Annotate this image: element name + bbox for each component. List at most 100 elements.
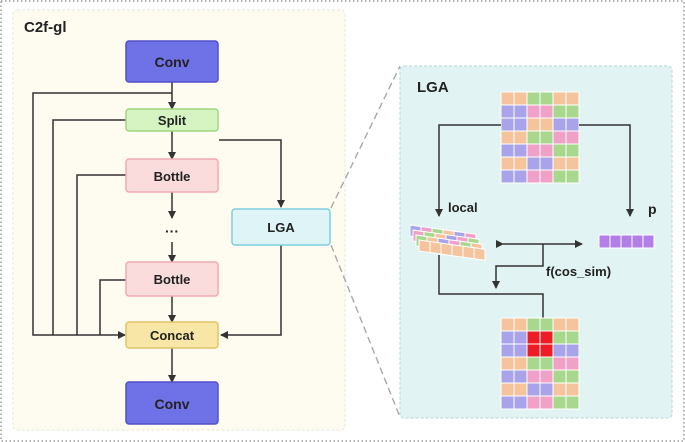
p-vector xyxy=(598,234,655,249)
grid-cell xyxy=(526,330,541,345)
grid-cell xyxy=(526,382,541,397)
grid-cell xyxy=(513,143,528,158)
arrow-split-to-lga xyxy=(219,139,285,208)
grid-cell xyxy=(565,330,580,345)
grid-cell xyxy=(500,169,515,184)
grid-cell xyxy=(552,104,567,119)
bottle-label-2: Bottle xyxy=(154,272,191,287)
grid-cell xyxy=(500,395,515,410)
grid-cell xyxy=(513,343,528,358)
split-box xyxy=(125,108,219,132)
grid-cell xyxy=(526,117,541,132)
grid-cell xyxy=(513,382,528,397)
grid-cell xyxy=(565,395,580,410)
grid-cell xyxy=(539,369,554,384)
grid-cell xyxy=(500,117,515,132)
grid-cell xyxy=(539,91,554,106)
split-label: Split xyxy=(158,113,187,128)
bottle-box-1 xyxy=(125,158,219,193)
grid-cell xyxy=(513,330,528,345)
local-stack-cell xyxy=(473,247,486,261)
grid-cell xyxy=(539,382,554,397)
conv-top-box xyxy=(125,40,219,83)
grid-cell xyxy=(539,356,554,371)
skip-bottle2 xyxy=(99,279,126,335)
grid-cell xyxy=(539,317,554,332)
lga-box xyxy=(231,208,331,246)
grid-cell xyxy=(500,91,515,106)
grid-cell xyxy=(500,382,515,397)
local-stack-cell xyxy=(440,242,453,257)
local-stack-cell xyxy=(462,245,475,260)
grid-cell xyxy=(552,395,567,410)
grid-cell xyxy=(552,130,567,145)
local-stack-cell xyxy=(418,239,431,254)
grid-cell xyxy=(552,117,567,132)
local-stack-layer xyxy=(418,239,486,261)
grid-cell xyxy=(526,395,541,410)
arrow-grid-to-p xyxy=(579,124,634,217)
grid-cell xyxy=(552,382,567,397)
lga-panel-title: LGA xyxy=(417,79,449,96)
grid-cell xyxy=(500,369,515,384)
grid-cell xyxy=(526,130,541,145)
zoom-line-top xyxy=(330,65,401,209)
grid-cell xyxy=(513,169,528,184)
grid-cell xyxy=(552,91,567,106)
grid-cell xyxy=(539,343,554,358)
concat-label: Concat xyxy=(150,328,195,343)
grid-cell xyxy=(565,130,580,145)
grid-cell xyxy=(513,395,528,410)
grid-cell xyxy=(539,169,554,184)
output-feature-grid xyxy=(500,317,580,410)
grid-cell xyxy=(565,382,580,397)
c2f-gl-panel xyxy=(12,9,346,431)
grid-cell xyxy=(565,356,580,371)
arrow-grid-to-local xyxy=(435,124,501,217)
grid-cell xyxy=(565,91,580,106)
grid-cell xyxy=(552,343,567,358)
grid-cell xyxy=(513,317,528,332)
skip-split xyxy=(52,119,126,335)
p-cell xyxy=(631,234,644,249)
skip-outer xyxy=(32,92,172,339)
arrow-cos-to-merge xyxy=(492,244,544,289)
conv-bottom-label: Conv xyxy=(155,396,190,412)
bottle-label-1: Bottle xyxy=(154,169,191,184)
grid-cell xyxy=(526,104,541,119)
skip-bottle1 xyxy=(76,174,126,335)
grid-cell xyxy=(552,356,567,371)
grid-cell xyxy=(513,117,528,132)
grid-cell xyxy=(513,369,528,384)
grid-cell xyxy=(539,330,554,345)
grid-cell xyxy=(526,369,541,384)
conv-top-label: Conv xyxy=(155,54,190,70)
grid-cell xyxy=(500,104,515,119)
bottle-box-2 xyxy=(125,261,219,297)
grid-cell xyxy=(539,156,554,171)
grid-cell xyxy=(513,156,528,171)
conv-bottom-box xyxy=(125,381,219,425)
right-flow-connectors xyxy=(435,124,634,326)
input-feature-grid xyxy=(500,91,580,184)
grid-cell xyxy=(513,356,528,371)
grid-cell xyxy=(500,130,515,145)
zoom-line-bottom xyxy=(330,244,401,418)
grid-cell xyxy=(565,317,580,332)
grid-cell xyxy=(539,143,554,158)
grid-cell xyxy=(500,343,515,358)
grid-cell xyxy=(539,104,554,119)
grid-cell xyxy=(552,317,567,332)
grid-cell xyxy=(552,143,567,158)
lga-box-label: LGA xyxy=(267,220,295,235)
grid-cell xyxy=(552,169,567,184)
grid-cell xyxy=(513,104,528,119)
grid-cell xyxy=(500,330,515,345)
p-cell xyxy=(598,234,611,249)
concat-box xyxy=(125,321,219,349)
p-cell xyxy=(609,234,622,249)
grid-cell xyxy=(552,330,567,345)
left-flow-connectors xyxy=(32,82,285,383)
